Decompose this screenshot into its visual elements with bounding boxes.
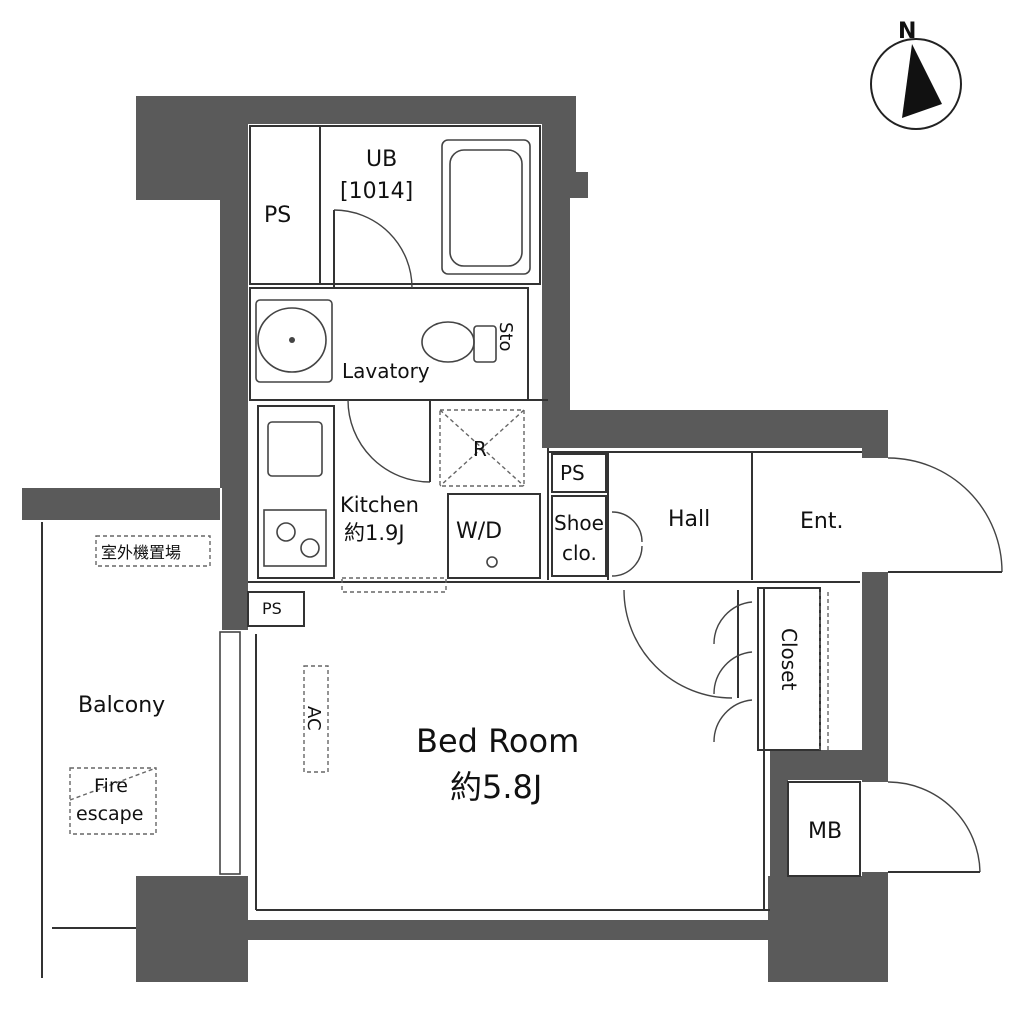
balcony-label: Balcony (78, 693, 165, 718)
washer-drain-icon (486, 556, 498, 568)
kitchen-sink-icon (267, 421, 323, 477)
ub-label: UB (366, 147, 397, 172)
compass: N (870, 19, 962, 130)
ps-hall-label: PS (560, 461, 585, 485)
sink-icon (255, 299, 333, 383)
hall-label: Hall (668, 507, 710, 532)
entrance-label: Ent. (800, 509, 843, 534)
fire-escape-label-1: Fire (94, 775, 128, 797)
room-labels: PS UB [1014] Lavatory Sto R Kitchen 約1.9… (76, 147, 843, 844)
lavatory-label: Lavatory (342, 359, 430, 383)
compass-label: N (898, 19, 916, 44)
ps-top-label: PS (264, 203, 291, 228)
exterior-walls (22, 96, 888, 982)
kitchen-size-label: 約1.9J (344, 521, 405, 545)
shoe-closet-label-2: clo. (562, 541, 597, 565)
stove-icon (263, 509, 327, 567)
meter-box-label: MB (808, 819, 842, 844)
refrigerator-space (439, 409, 525, 487)
kitchen-label: Kitchen (340, 493, 419, 517)
fire-escape-label-2: escape (76, 803, 143, 825)
outdoor-unit-label: 室外機置場 (101, 543, 181, 562)
bathtub-icon (441, 139, 531, 275)
ub-size-label: [1014] (340, 179, 413, 204)
shoe-closet-label-1: Shoe (554, 511, 604, 535)
interior-partitions (41, 125, 862, 978)
ps-small-label: PS (262, 599, 282, 618)
refrigerator-label: R (473, 437, 487, 461)
washer-label: W/D (456, 519, 502, 544)
bedroom-size-label: 約5.8J (450, 768, 542, 806)
toilet-icon (421, 321, 475, 363)
closet-label: Closet (777, 628, 801, 690)
fixtures (69, 139, 829, 835)
bedroom-label: Bed Room (416, 722, 579, 760)
storage-label: Sto (495, 322, 516, 352)
ac-label: AC (303, 706, 324, 731)
north-arrow-icon (902, 44, 942, 118)
door-swings (333, 209, 1003, 873)
